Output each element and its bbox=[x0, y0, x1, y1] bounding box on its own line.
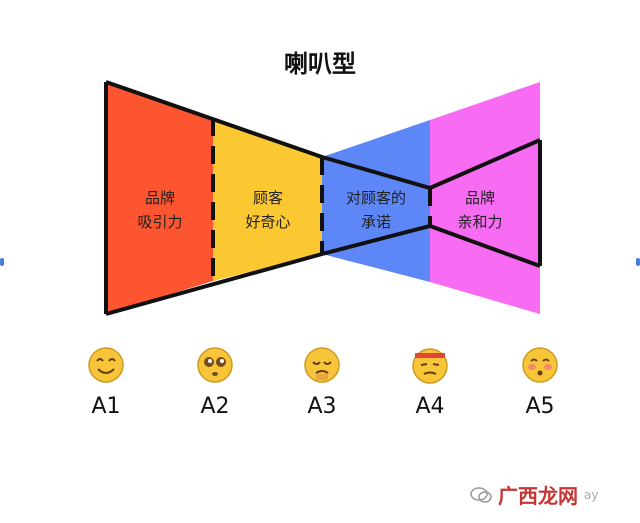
stage-label-a5: A5 bbox=[525, 394, 555, 419]
segment-label-a3: 对顾客的 承诺 bbox=[345, 189, 406, 231]
edge-marker-left bbox=[0, 258, 4, 266]
headband-emoji bbox=[412, 348, 448, 384]
stage-label-a3: A3 bbox=[307, 394, 337, 419]
stage-label-a1: A1 bbox=[91, 394, 121, 419]
segment-label-a2: 顾客 好奇心 bbox=[245, 189, 291, 231]
stage-label-a4: A4 bbox=[415, 394, 445, 419]
smile-emoji bbox=[88, 347, 124, 383]
watermark: 广西龙网 ay bbox=[470, 480, 598, 509]
segment-a2 bbox=[213, 118, 322, 281]
segment-a1 bbox=[106, 82, 213, 314]
diagram-title: 喇叭型 bbox=[284, 50, 356, 78]
blush-emoji bbox=[522, 347, 558, 383]
segment-label-a1: 品牌 吸引力 bbox=[137, 189, 183, 231]
pleading-emoji bbox=[304, 347, 340, 383]
stage-label-a2: A2 bbox=[200, 394, 230, 419]
edge-marker-right bbox=[636, 258, 640, 266]
watermark-faint: ay bbox=[584, 487, 599, 502]
segment-label-a4: 品牌 亲和力 bbox=[457, 189, 503, 231]
segment-a3 bbox=[322, 120, 430, 282]
star-eyes-emoji bbox=[197, 347, 233, 383]
outline-bottom bbox=[105, 223, 541, 316]
watermark-text: 广西龙网 bbox=[498, 484, 578, 508]
chat-icon bbox=[470, 486, 492, 503]
